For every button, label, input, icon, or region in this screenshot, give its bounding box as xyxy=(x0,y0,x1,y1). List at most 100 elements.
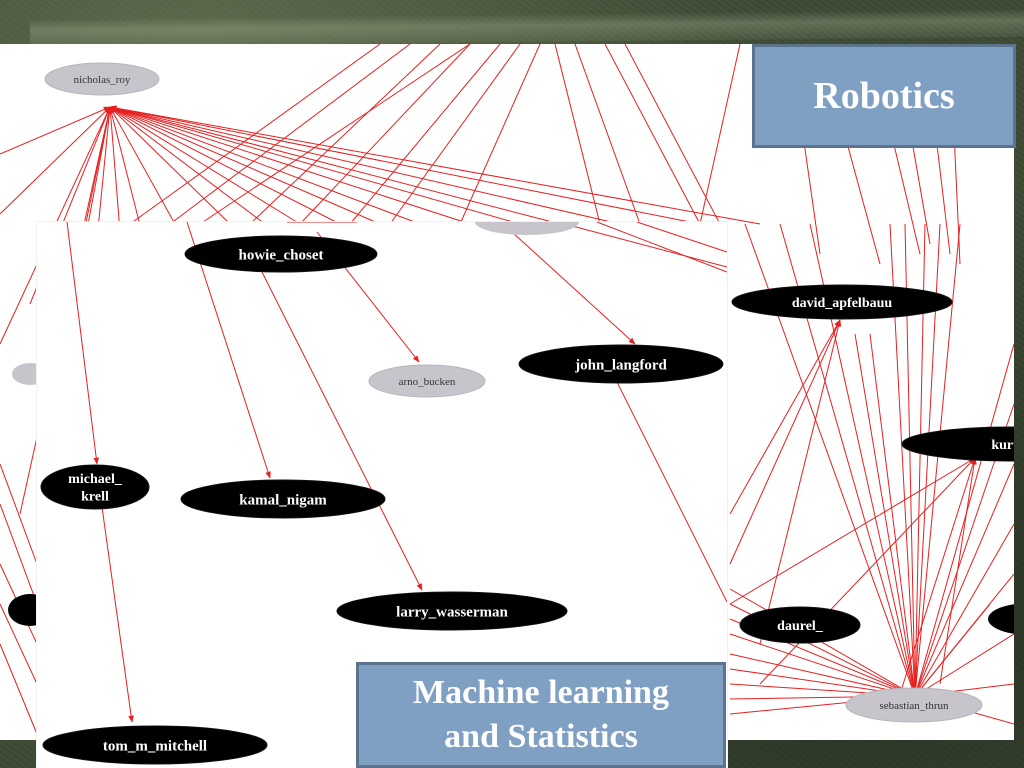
edge-background xyxy=(0,503,38,605)
edge-to-nicholas-roy xyxy=(109,105,761,225)
edge-background xyxy=(169,44,411,225)
edge-to-sebastian-thrun xyxy=(914,523,1014,697)
edge-background xyxy=(389,44,521,225)
edge-to-nicholas-roy xyxy=(109,106,341,225)
edge-to-sebastian-thrun xyxy=(854,333,917,697)
edge-background xyxy=(0,603,38,685)
chalk-border-stroke xyxy=(29,8,1024,48)
edge-to-nicholas-roy xyxy=(0,106,111,155)
edge-background xyxy=(556,222,727,268)
edge-to-tom-m-mitchell xyxy=(101,506,134,723)
edge-to-kurt xyxy=(899,457,976,695)
edge-background xyxy=(0,643,38,735)
edge-background xyxy=(596,222,727,273)
node-shape xyxy=(184,235,378,273)
node-label: tom_m_mitchell xyxy=(103,738,207,754)
edge-background xyxy=(129,44,381,225)
node-david_apfelbaum: david_apfelbauu xyxy=(731,284,953,320)
edge-to-nicholas-roy xyxy=(109,106,231,225)
ml-graph-svg: howie_choset arno_bucken john_langfordmich… xyxy=(40,222,727,765)
edge-to-sebastian-thrun xyxy=(914,463,1014,697)
node-tom_m_mitchell: tom_m_mitchell xyxy=(42,725,268,765)
edge-background xyxy=(616,381,727,603)
edge-to-nicholas-roy xyxy=(109,106,421,225)
edge-to-nicholas-roy xyxy=(109,105,701,225)
edge-to-john-langford xyxy=(511,231,636,345)
edge-background xyxy=(199,44,471,225)
edge-to-kurt xyxy=(729,457,976,605)
edge-to-nicholas-roy xyxy=(109,106,471,225)
edge-to-nicholas-roy xyxy=(109,105,561,225)
robotics-title: Robotics xyxy=(813,75,955,117)
edge-to-sebastian-thrun xyxy=(869,333,918,697)
edge-background xyxy=(249,44,441,225)
edge-to-nicholas-roy xyxy=(109,106,521,225)
edge-to-kurt xyxy=(759,457,976,685)
edge-background xyxy=(604,44,701,225)
node-shape xyxy=(42,725,268,765)
edge-to-kurt xyxy=(939,457,977,685)
node-label: kamal_nigam xyxy=(239,492,327,508)
node-label: david_apfelbauu xyxy=(792,296,893,311)
edge-to-sebastian-thrun xyxy=(914,633,1014,697)
edge-to-nicholas-roy xyxy=(109,105,621,225)
edge-background xyxy=(574,44,641,225)
node-howie_choset: howie_choset xyxy=(184,235,378,273)
edge-to-kamal-nigam xyxy=(186,222,271,479)
node-arno_bucken: arno_bucken xyxy=(368,364,486,398)
edge-background xyxy=(299,44,471,225)
edge-to-nicholas-roy xyxy=(0,106,111,215)
edge-to-nicholas-roy xyxy=(109,106,301,225)
node-label: michael_ xyxy=(68,472,123,487)
node-shape xyxy=(845,687,983,723)
node-shape xyxy=(180,479,386,519)
node-partial-top-light xyxy=(475,222,579,235)
edge-to-larry-wasserman xyxy=(261,271,423,591)
edge-to-michael-krell xyxy=(66,222,100,465)
ml-stats-title: Machine learning and Statistics xyxy=(413,671,669,759)
node-kamal_nigam: kamal_nigam xyxy=(180,479,386,519)
node-larry_wasserman: larry_wasserman xyxy=(336,591,568,631)
node-label: arno_bucken xyxy=(399,376,456,388)
node-michael_krell: michael_krell xyxy=(40,464,150,510)
edge-background xyxy=(699,44,741,225)
robotics-graph-svg: nicholas_roy david_apfelbauu kurt_l daurel_… xyxy=(0,44,1014,735)
edge-background xyxy=(0,463,38,565)
node-shape xyxy=(739,606,861,644)
edge-to-david-apfelbaum xyxy=(729,319,841,515)
edge-to-sebastian-thrun xyxy=(914,603,991,697)
node-label: sebastian_thrun xyxy=(879,700,949,712)
edge-background xyxy=(554,44,601,225)
node-shape xyxy=(368,364,486,398)
node-john_langford: john_langford xyxy=(518,344,724,384)
ml-edges xyxy=(66,222,727,723)
edge-background xyxy=(459,44,541,225)
node-label: john_langford xyxy=(574,357,667,373)
edge-to-nicholas-roy xyxy=(109,106,266,225)
edge-to-nicholas-roy xyxy=(109,106,176,225)
edge-to-sebastian-thrun xyxy=(914,343,1014,697)
edge-to-nicholas-roy xyxy=(109,106,381,225)
node-sebastian_thrun: sebastian_thrun xyxy=(845,687,983,723)
edge-to-sebastian-thrun xyxy=(729,588,916,697)
node-label: nicholas_roy xyxy=(74,74,131,86)
node-nicholas_roy: nicholas_roy xyxy=(44,62,160,96)
ml-stats-title-box: Machine learning and Statistics xyxy=(356,662,726,768)
node-shape xyxy=(731,284,953,320)
edge-to-david-apfelbaum xyxy=(729,319,841,565)
node-label: howie_choset xyxy=(239,247,324,263)
node-shape xyxy=(901,426,1014,462)
ml-title-line2: and Statistics xyxy=(444,718,638,755)
edge-to-sebastian-thrun xyxy=(729,653,916,698)
node-shape xyxy=(40,464,150,510)
node-kurt: kurt_l xyxy=(901,426,1014,462)
edge-to-david-apfelbaum xyxy=(759,319,842,645)
edge-to-sebastian-thrun xyxy=(912,223,961,697)
node-label: larry_wasserman xyxy=(396,604,508,620)
edge-background xyxy=(349,44,501,225)
edge-to-sebastian-thrun xyxy=(729,633,916,697)
robotics-title-box: Robotics xyxy=(752,44,1016,148)
node-daurel: daurel_ xyxy=(739,606,861,644)
node-partial-right-dark xyxy=(988,604,1014,634)
node-shape xyxy=(336,591,568,631)
